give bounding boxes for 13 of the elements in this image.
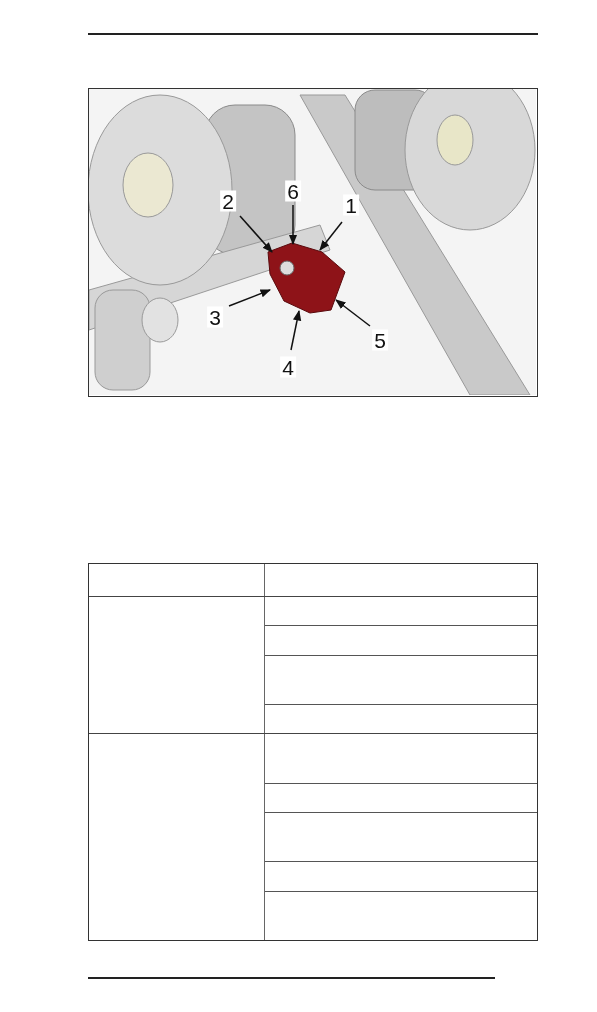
callout-number: 1 [343,194,359,216]
callout-number: 3 [207,306,223,328]
bracket-part [267,242,346,314]
callout-number: 4 [280,356,296,378]
callout-number: 2 [220,190,236,212]
callout-number: 5 [372,329,388,351]
leader-arrow [319,221,343,251]
callout-number: 6 [285,180,301,202]
leader-arrow [290,309,302,351]
leader-arrow [288,204,298,246]
leader-arrow [239,215,273,253]
leader-arrow [228,289,271,307]
leader-arrow [335,299,371,327]
